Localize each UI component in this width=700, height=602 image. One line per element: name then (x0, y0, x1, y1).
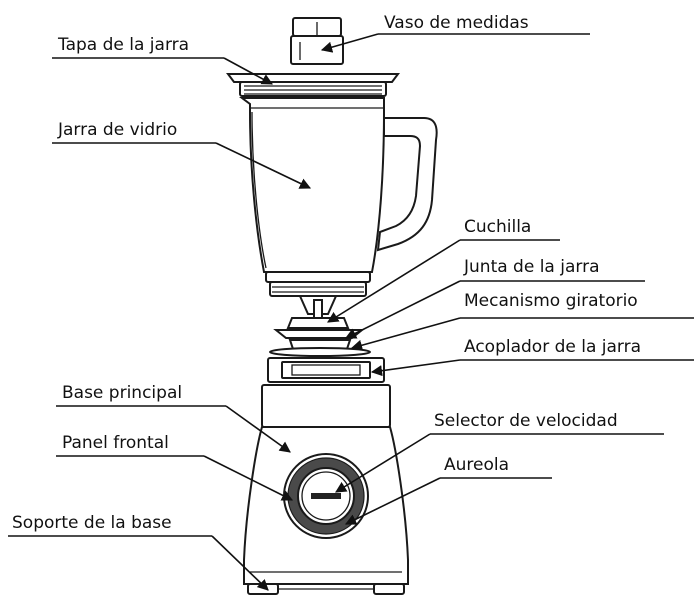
callout-speed-selector: Selector de velocidad (335, 411, 664, 493)
label-speed-selector: Selector de velocidad (434, 411, 618, 431)
label-blade: Cuchilla (464, 217, 531, 237)
label-main-base: Base principal (62, 383, 182, 403)
label-glass-jar: Jarra de vidrio (57, 120, 177, 140)
callout-blade: Cuchilla (327, 217, 560, 323)
label-measuring-cup: Vaso de medidas (384, 13, 529, 33)
label-base-support: Soporte de la base (12, 513, 172, 533)
label-halo: Aureola (444, 455, 509, 475)
callout-base-support: Soporte de la base (8, 513, 269, 591)
callout-jar-lid: Tapa de la jarra (52, 35, 273, 85)
callout-glass-jar: Jarra de vidrio (52, 120, 312, 189)
label-jar-gasket: Junta de la jarra (463, 257, 600, 277)
callout-jar-gasket: Junta de la jarra (344, 257, 645, 339)
label-jar-coupler: Acoplador de la jarra (464, 337, 641, 357)
label-jar-lid: Tapa de la jarra (57, 35, 189, 55)
jar-coupler-shape (267, 357, 385, 383)
speed-dial-shape (283, 453, 369, 539)
callout-halo: Aureola (344, 455, 552, 525)
glass-jar-shape (239, 97, 438, 297)
callout-jar-coupler: Acoplador de la jarra (370, 337, 694, 377)
label-front-panel: Panel frontal (62, 433, 169, 453)
base-feet-shape (247, 583, 405, 595)
callout-measuring-cup: Vaso de medidas (320, 13, 590, 53)
callout-front-panel: Panel frontal (56, 433, 294, 501)
jar-lid-shape (226, 73, 400, 97)
blender-illustration (226, 17, 438, 595)
callout-main-base: Base principal (56, 383, 291, 453)
label-rotating-mechanism: Mecanismo giratorio (464, 291, 638, 311)
callout-rotating-mechanism: Mecanismo giratorio (350, 291, 694, 351)
measuring-cup-shape (290, 17, 344, 65)
